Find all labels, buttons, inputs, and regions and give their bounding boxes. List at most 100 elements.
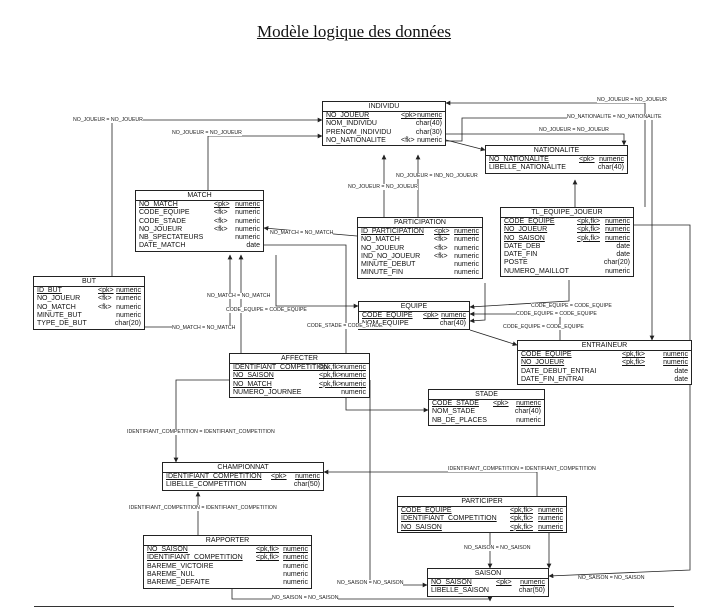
field-name: BAREME_NUL: [147, 570, 195, 578]
field-row: NO_SAISON<pk,fk>numeric: [230, 372, 369, 380]
field-name: MINUTE_FIN: [361, 269, 403, 277]
field-type: numeric: [283, 570, 308, 578]
field-key: <fk>: [434, 244, 448, 252]
field-type: char(50): [518, 587, 545, 595]
field-type: char(40): [514, 408, 541, 416]
field-row: CODE_EQUIPE<pk,fk>numeric: [398, 507, 566, 515]
field-key: <fk>: [98, 303, 112, 311]
relation-label: NO_JOUEUR = NO_JOUEUR: [597, 97, 667, 103]
relation-label: CODE_EQUIPE = CODE_EQUIPE: [226, 307, 307, 313]
field-type: date: [246, 242, 260, 250]
field-name: LIBELLE_NATIONALITE: [489, 164, 566, 172]
field-name: DATE_DEBUT_ENTRAI: [521, 367, 597, 375]
field-name: NO_SAISON: [504, 234, 545, 242]
field-type: numeric: [454, 236, 479, 244]
field-name: DATE_FIN: [504, 251, 538, 259]
field-key: <pk>: [214, 201, 230, 208]
field-name: TYPE_DE_BUT: [37, 320, 87, 328]
relation-label: NO_MATCH = NO_MATCH: [207, 293, 271, 299]
field-name: PRENOM_INDIVIDU: [326, 128, 392, 136]
relation-label: CODE_EQUIPE = CODE_EQUIPE: [531, 303, 612, 309]
field-key: <pk,fk>: [319, 372, 342, 380]
field-type: numeric: [516, 416, 541, 424]
field-name: NO_NATIONALITE: [326, 136, 386, 144]
field-name: CODE_EQUIPE: [521, 351, 572, 358]
field-row: LIBELLE_NATIONALITE char(40): [486, 164, 627, 172]
field-row: CODE_STADE<pk>numeric: [429, 400, 544, 408]
field-type: numeric: [235, 217, 260, 225]
field-row: ID_PARTICIPATION<pk>numeric: [358, 228, 482, 236]
field-name: NO_JOUEUR: [37, 295, 81, 303]
entity-title: PARTICIPER: [398, 497, 566, 507]
relation-line: [445, 139, 486, 152]
field-key: <fk>: [214, 225, 228, 233]
relation-label: CODE_EQUIPE = CODE_EQUIPE: [503, 324, 584, 330]
field-type: numeric: [663, 351, 688, 358]
field-type: numeric: [663, 359, 688, 367]
field-key: <pk,fk>: [510, 507, 533, 514]
relation-label: NO_SAISON = NO_SAISON: [464, 545, 531, 551]
field-key: <pk>: [98, 287, 114, 294]
field-name: CODE_STADE: [139, 217, 186, 225]
field-row: NO_MATCH<fk>numeric: [34, 304, 144, 312]
field-name: NO_JOUEUR: [504, 226, 548, 234]
field-key: <pk>: [493, 400, 509, 407]
field-type: numeric: [341, 380, 366, 388]
field-type: numeric: [454, 228, 479, 235]
field-name: NUMERO_MAILLOT: [504, 267, 569, 275]
field-name: BAREME_VICTOIRE: [147, 562, 214, 570]
field-name: CODE_EQUIPE: [362, 312, 413, 319]
bottom-rule: [34, 606, 674, 607]
relation-label: NO_JOUEUR = NO_JOUEUR: [348, 184, 418, 190]
field-name: NO_SAISON: [147, 546, 188, 553]
relation-label: IDENTIFIANT_COMPETITION = IDENTIFIANT_CO…: [448, 466, 596, 472]
field-type: date: [616, 242, 630, 250]
field-name: NB_SPECTATEURS: [139, 234, 204, 242]
field-row: BAREME_NUL numeric: [144, 571, 311, 579]
field-key: <pk,fk>: [319, 364, 342, 371]
field-type: char(30): [415, 128, 442, 136]
field-name: NO_JOUEUR: [139, 225, 183, 233]
field-key: <pk,fk>: [319, 380, 342, 388]
field-key: <pk>: [496, 579, 512, 586]
relation-label: IDENTIFIANT_COMPETITION = IDENTIFIANT_CO…: [129, 505, 277, 511]
field-row: NO_JOUEUR<fk>numeric: [136, 226, 263, 234]
field-type: char(20): [114, 320, 141, 328]
field-type: char(40): [597, 164, 624, 172]
field-row: NO_SAISON<pk,fk>numeric: [144, 546, 311, 554]
field-key: <pk,fk>: [622, 351, 645, 358]
field-row: IDENTIFIANT_COMPETITION<pk,fk>numeric: [230, 364, 369, 372]
field-type: numeric: [599, 156, 624, 163]
field-key: <pk,fk>: [510, 523, 533, 531]
field-type: numeric: [235, 201, 260, 208]
field-type: char(40): [439, 320, 466, 328]
field-name: NO_SAISON: [431, 579, 472, 586]
field-key: <fk>: [434, 252, 448, 260]
field-name: NO_JOUEUR: [361, 244, 405, 252]
entity-title: NATIONALITE: [486, 146, 627, 156]
entity-title: EQUIPE: [359, 302, 469, 312]
relation-label: NO_JOUEUR = NO_JOUEUR: [539, 127, 609, 133]
field-key: <fk>: [214, 217, 228, 225]
field-type: numeric: [295, 473, 320, 480]
field-type: numeric: [605, 226, 630, 234]
field-key: <pk,fk>: [256, 546, 279, 553]
field-name: NO_MATCH: [233, 380, 272, 388]
field-name: IDENTIFIANT_COMPETITION: [166, 473, 262, 480]
entity-title: STADE: [429, 390, 544, 400]
entity-title: INDIVIDU: [323, 102, 445, 112]
relation-line: [145, 254, 233, 328]
field-row: TYPE_DE_BUT char(20): [34, 320, 144, 328]
